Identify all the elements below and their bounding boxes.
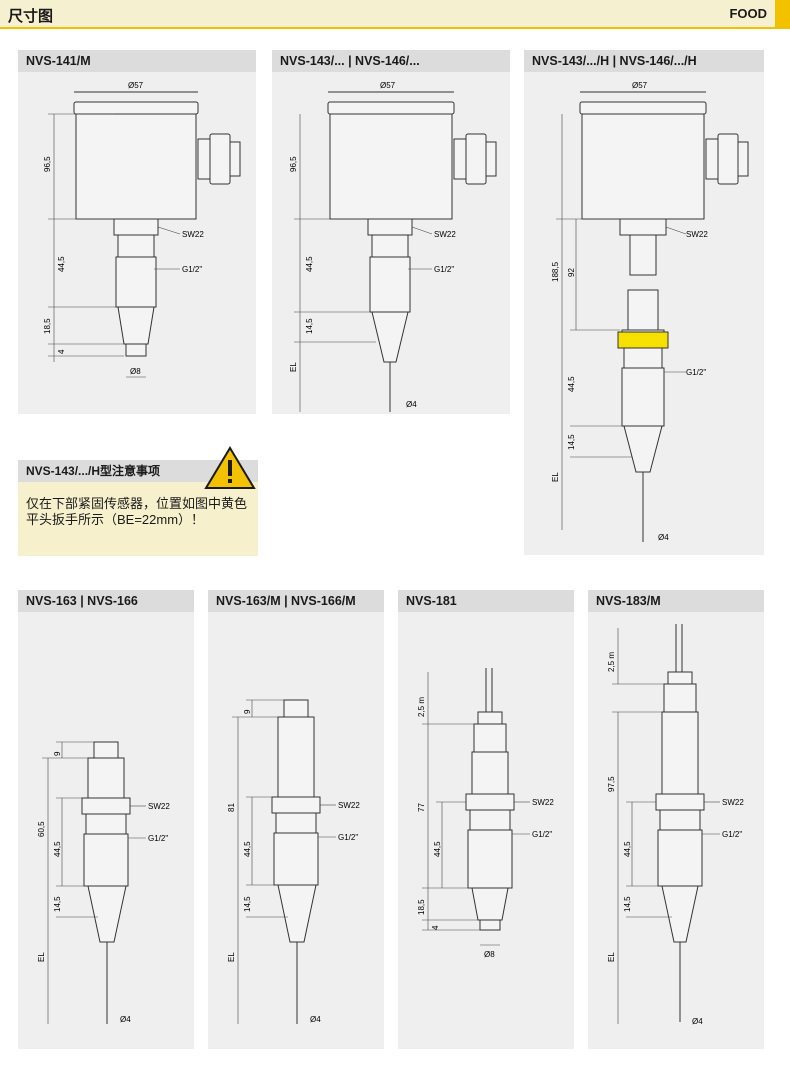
- dim-tip-length: 14,5: [305, 318, 314, 334]
- notice-title: NVS-143/.../H型注意事项: [18, 460, 258, 482]
- label-sw: SW22: [338, 801, 360, 810]
- dim-thread-length: 44,5: [567, 376, 576, 392]
- dim-cable: 2,5 m: [607, 652, 616, 672]
- dim-tip-diameter: Ø4: [120, 1015, 131, 1024]
- dim-thread-length: 44,5: [57, 256, 66, 272]
- label-thread: G1/2": [148, 834, 168, 843]
- panel-title: NVS-163 | NVS-166: [18, 590, 194, 612]
- dim-el: EL: [37, 952, 46, 962]
- panel-nvs-141m: NVS-141/M Ø57 96,5: [18, 50, 256, 414]
- label-thread: G1/2": [182, 265, 202, 274]
- dim-tip-diameter: Ø4: [658, 533, 669, 542]
- label-sw: SW22: [532, 798, 554, 807]
- dim-height: 81: [227, 803, 236, 812]
- dim-thread-length: 44,5: [243, 841, 252, 857]
- drawing-nvs-181: 2,5 m 77 44,5 18,5 4 SW22 G1/2" Ø8: [417, 668, 554, 959]
- label-sw: SW22: [686, 230, 708, 239]
- drawing-nvs-163-166: 9 60,5 44,5 14,5 EL SW22 G1/2" Ø4: [37, 741, 170, 1024]
- label-sw: SW22: [148, 802, 170, 811]
- notice-line-2: 平头扳手所示（BE=22mm）！: [26, 512, 205, 527]
- panel-title: NVS-183/M: [588, 590, 764, 612]
- label-thread: G1/2": [722, 830, 742, 839]
- label-thread: G1/2": [434, 265, 454, 274]
- dim-thread-length: 44,5: [433, 841, 442, 857]
- dim-tip-end: 4: [57, 349, 66, 354]
- dim-el: EL: [551, 472, 560, 482]
- dim-height: 188,5: [551, 261, 560, 282]
- dim-tip-diameter: Ø8: [130, 367, 141, 376]
- dim-diameter-top: Ø57: [128, 81, 144, 90]
- dim-tip-length: 14,5: [53, 896, 62, 912]
- dim-tip-diameter: Ø8: [484, 950, 495, 959]
- dim-tip-length: 18,5: [417, 899, 426, 915]
- panel-title: NVS-141/M: [18, 50, 256, 72]
- label-thread: G1/2": [338, 833, 358, 842]
- label-sw: SW22: [722, 798, 744, 807]
- dim-tip-diameter: Ø4: [406, 400, 417, 409]
- dim-tip-length: 14,5: [567, 434, 576, 450]
- dim-height: 96,5: [289, 156, 298, 172]
- warning-triangle-icon: [204, 446, 256, 489]
- dim-el: EL: [607, 952, 616, 962]
- drawing-nvs-143-146: Ø57 96,5 44,5 14,5 EL SW22 G1/2" Ø4: [289, 81, 497, 412]
- label-thread: G1/2": [686, 368, 706, 377]
- dim-thread-length: 44,5: [53, 841, 62, 857]
- panel-title: NVS-143/.../H | NVS-146/.../H: [524, 50, 764, 72]
- dim-diameter-top: Ø57: [632, 81, 648, 90]
- dim-tip-length: 14,5: [243, 896, 252, 912]
- dim-height: 97,5: [607, 776, 616, 792]
- panel-title: NVS-163/M | NVS-166/M: [208, 590, 384, 612]
- dim-cap: 9: [53, 751, 62, 756]
- dim-tip-diameter: Ø4: [310, 1015, 321, 1024]
- notice-line-1: 仅在下部紧固传感器，位置如图中黄色: [26, 496, 248, 511]
- panel-nvs-181: NVS-181 2,5 m 7: [398, 590, 574, 1049]
- notice-text: 仅在下部紧固传感器，位置如图中黄色 平头扳手所示（BE=22mm）！: [26, 496, 256, 528]
- panel-nvs-143h-146h: NVS-143/.../H | NVS-146/.../H: [524, 50, 764, 555]
- page-title: 尺寸图: [8, 8, 54, 25]
- dim-tip-end: 4: [431, 925, 440, 930]
- label-sw: SW22: [182, 230, 204, 239]
- dim-el: EL: [227, 952, 236, 962]
- label-thread: G1/2": [532, 830, 552, 839]
- dim-tip-length: 14,5: [623, 896, 632, 912]
- dim-neck: 92: [567, 268, 576, 277]
- dim-thread-length: 44,5: [305, 256, 314, 272]
- panel-nvs-163m-166m: NVS-163/M | NVS-166/M 9 81 44,5 14,5 E: [208, 590, 384, 1049]
- page-header: 尺寸图 FOOD: [0, 0, 775, 29]
- dim-cable: 2,5 m: [417, 697, 426, 717]
- dim-height: 60,5: [37, 821, 46, 837]
- drawing-nvs-183m: 2,5 m 97,5 44,5 14,5 EL SW22 G1/2" Ø4: [607, 624, 744, 1026]
- drawing-nvs-141m: Ø57 96,5 44,5 18,5 4 SW22 G1/2" Ø8: [43, 81, 241, 378]
- drawing-nvs-143h-146h: Ø57 188,5 92 44,5 14,5 EL SW22 G1/2" Ø4: [551, 81, 749, 542]
- panel-nvs-163-166: NVS-163 | NVS-166 9 60,5 44,5 14,5 EL: [18, 590, 194, 1049]
- panel-title: NVS-143/... | NVS-146/...: [272, 50, 510, 72]
- dim-cap: 9: [243, 709, 252, 714]
- dim-el: EL: [289, 362, 298, 372]
- dim-thread-length: 44,5: [623, 841, 632, 857]
- dim-height: 77: [417, 803, 426, 812]
- dim-tip-length: 18,5: [43, 318, 52, 334]
- label-sw: SW22: [434, 230, 456, 239]
- category-label: FOOD: [729, 6, 767, 21]
- drawing-nvs-163m-166m: 9 81 44,5 14,5 EL SW22 G1/2" Ø4: [227, 699, 360, 1024]
- panel-nvs-143-146: NVS-143/... | NVS-146/... Ø57 96,5 44,5 …: [272, 50, 510, 414]
- panel-title: NVS-181: [398, 590, 574, 612]
- header-accent: [775, 0, 790, 29]
- panel-nvs-183m: NVS-183/M 2,5 m 97,5 44,5: [588, 590, 764, 1049]
- dim-diameter-top: Ø57: [380, 81, 396, 90]
- dim-tip-diameter: Ø4: [692, 1017, 703, 1026]
- dim-height: 96,5: [43, 156, 52, 172]
